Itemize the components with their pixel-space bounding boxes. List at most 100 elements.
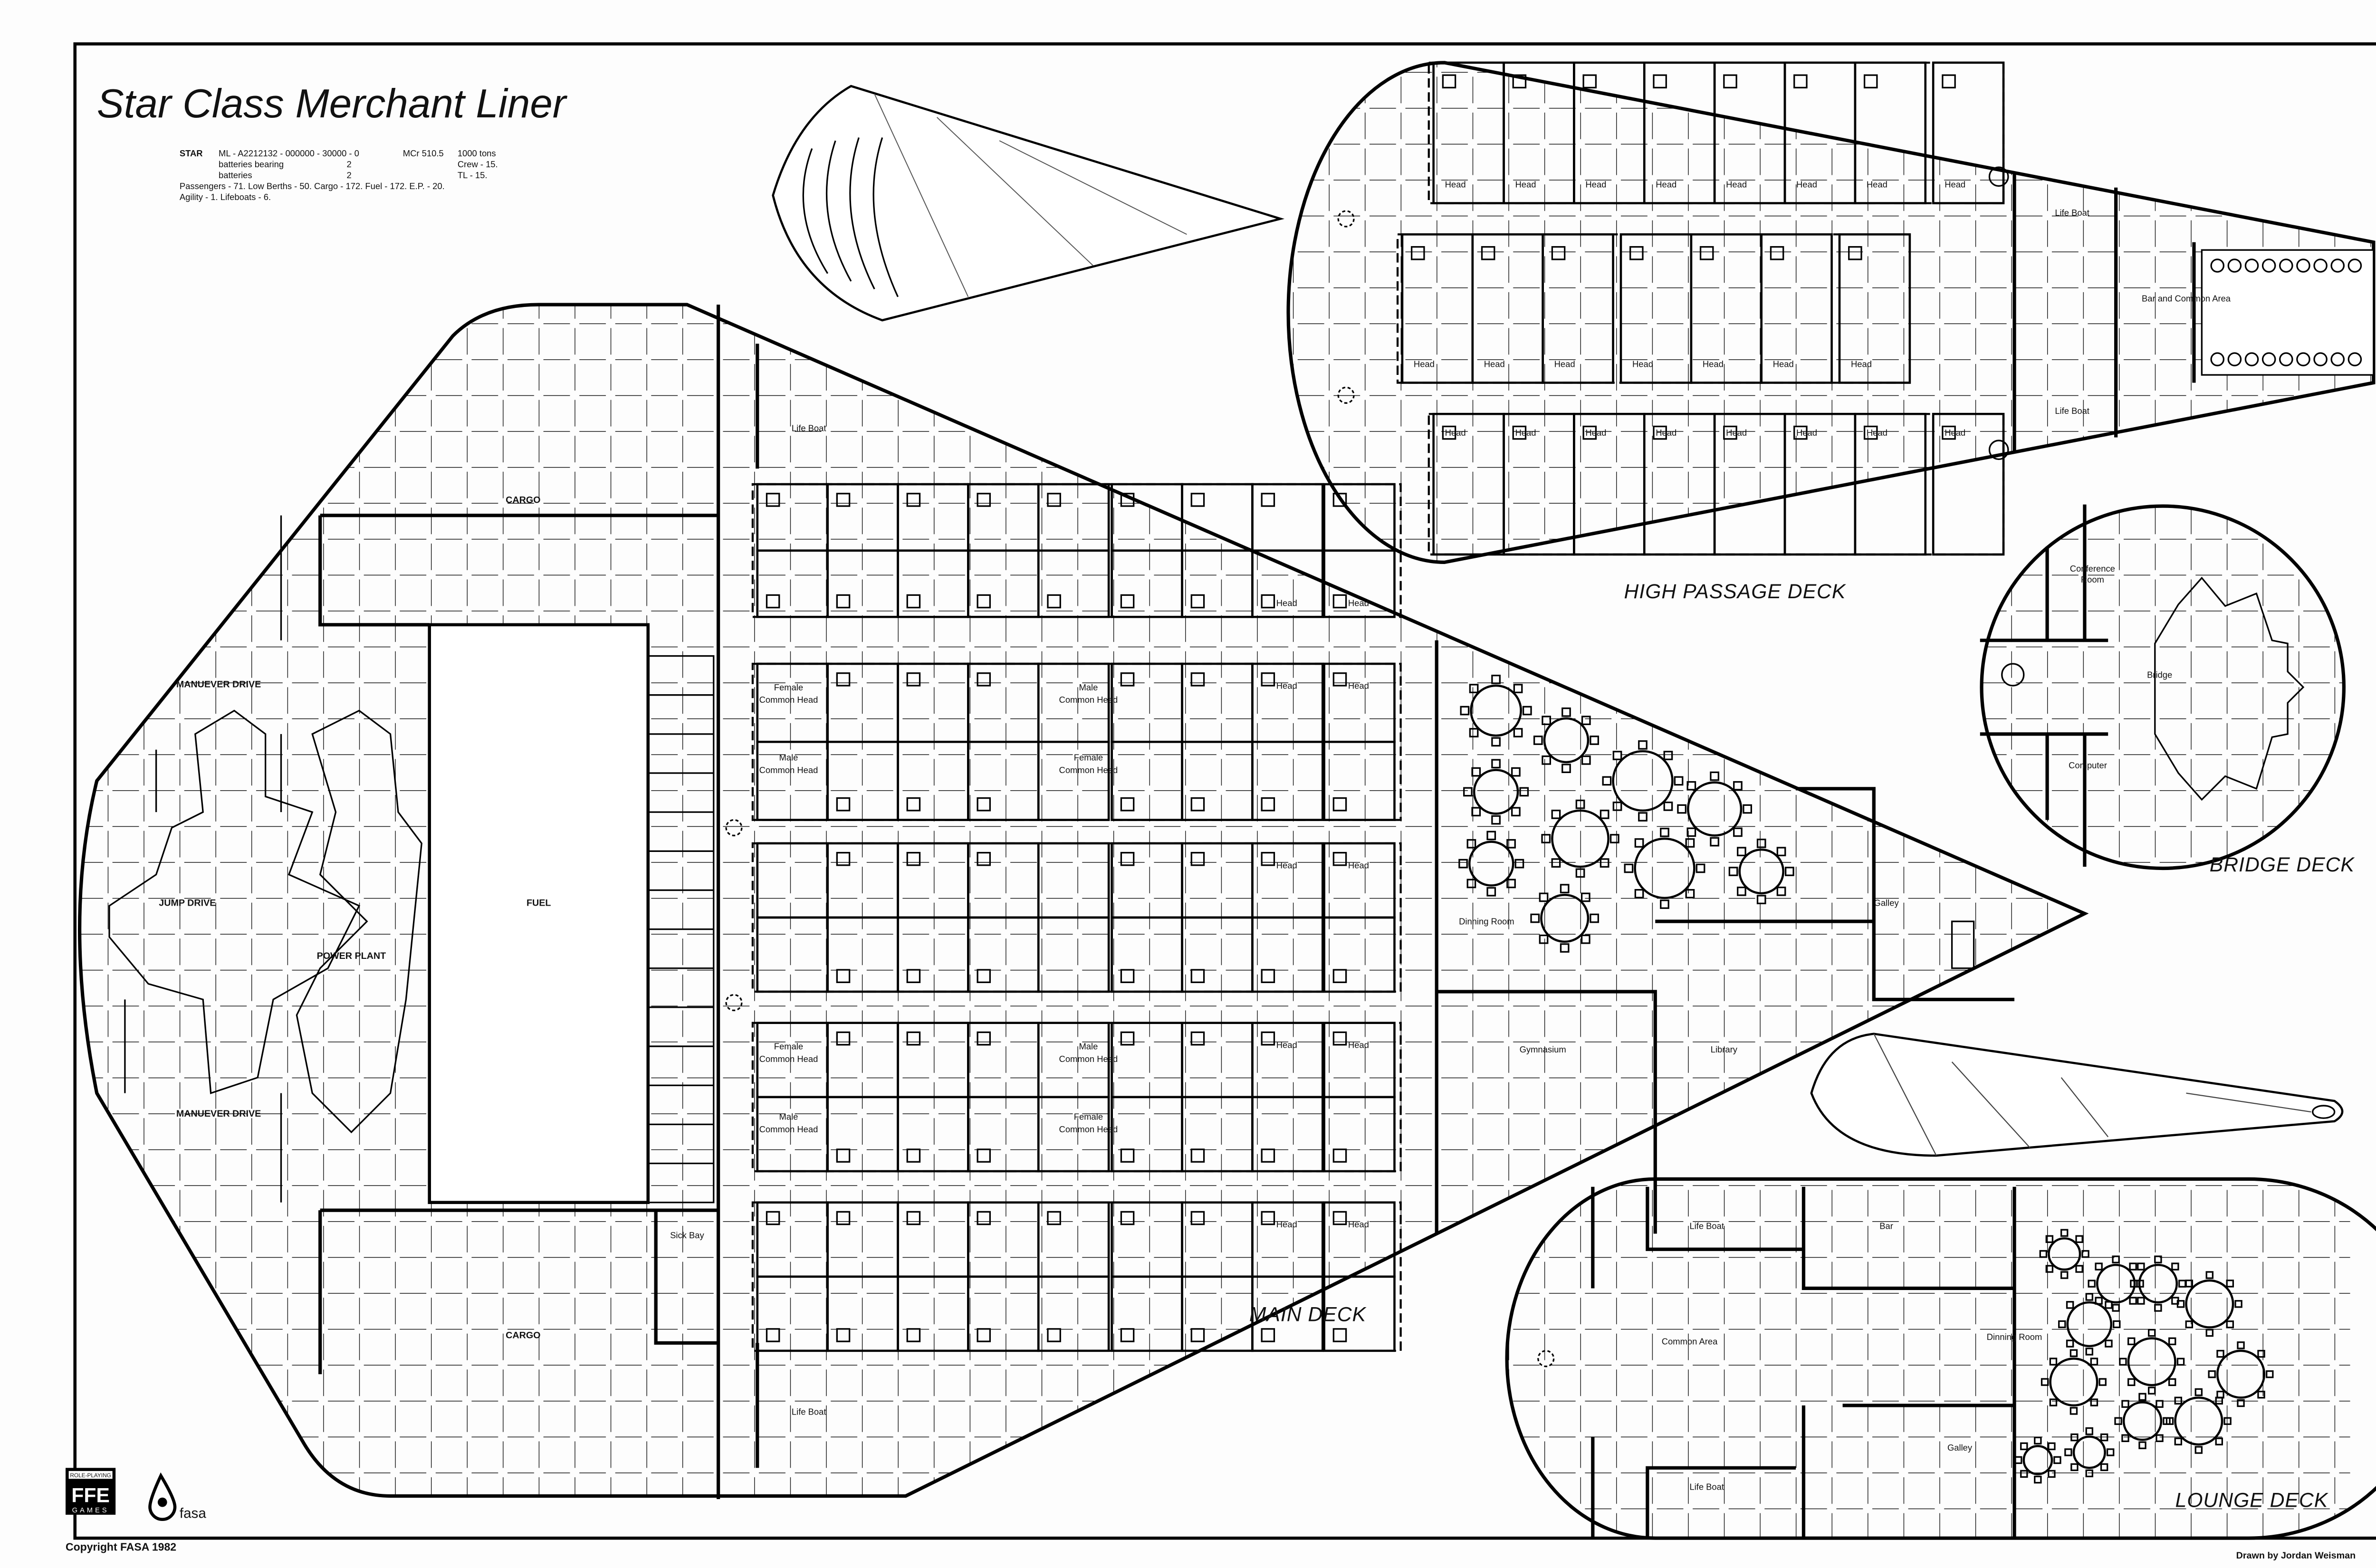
chair-icon xyxy=(1047,1211,1061,1225)
chair-icon xyxy=(1512,425,1527,440)
chair-icon xyxy=(2130,1280,2138,1288)
chair-icon xyxy=(1743,804,1752,814)
chair-icon xyxy=(2127,1337,2136,1346)
chair-icon xyxy=(2208,1370,2216,1378)
dining-table xyxy=(2022,1444,2053,1475)
common-head-room xyxy=(1037,740,1110,821)
chair-icon xyxy=(2090,1398,2098,1406)
bar-stool-icon xyxy=(2313,258,2328,273)
chair-icon xyxy=(1522,706,1532,716)
chair-icon xyxy=(836,672,851,687)
galley-label: Galley xyxy=(1947,1443,1973,1453)
chair-icon xyxy=(2168,1337,2176,1346)
female-head-label: Common Head xyxy=(1059,1124,1118,1134)
chair-icon xyxy=(2100,1433,2108,1442)
artist-credit: Drawn by Jordan Weisman xyxy=(2236,1550,2356,1561)
dining-table xyxy=(1468,841,1514,887)
cabin xyxy=(1323,1096,1396,1173)
chair-icon xyxy=(1653,74,1667,89)
head-label: Head xyxy=(1703,359,1724,369)
chair-icon xyxy=(2226,1280,2234,1288)
chair-icon xyxy=(2106,1448,2115,1456)
chair-icon xyxy=(2112,1255,2120,1263)
cabin xyxy=(1838,233,1911,384)
conference-room-label: Conference xyxy=(2070,564,2115,574)
chair-icon xyxy=(1332,969,1347,983)
life-boat-bottom-label: Life Boat xyxy=(792,1407,826,1417)
dining-table xyxy=(2048,1237,2081,1271)
chair-icon xyxy=(1471,807,1481,817)
chair-icon xyxy=(1674,776,1684,786)
svg-text:ROLE-PLAYING: ROLE-PLAYING xyxy=(70,1472,111,1479)
chair-icon xyxy=(1723,425,1737,440)
female-head-label: Female xyxy=(1074,1112,1103,1122)
chair-icon xyxy=(2215,1437,2223,1445)
chair-icon xyxy=(836,797,851,812)
chair-icon xyxy=(2105,1301,2113,1309)
chair-icon xyxy=(2215,1396,2223,1405)
fuel-label: FUEL xyxy=(527,898,551,908)
chair-icon xyxy=(1653,425,1667,440)
chair-icon xyxy=(1562,707,1571,717)
chair-icon xyxy=(2053,1456,2061,1464)
female-head-label: Female xyxy=(774,1042,803,1052)
bar-stool-icon xyxy=(2244,352,2259,366)
female-head-label: Female xyxy=(1074,753,1103,763)
chair-icon xyxy=(1677,804,1686,814)
chair-icon xyxy=(1120,672,1135,687)
chair-icon xyxy=(836,1211,851,1225)
chair-icon xyxy=(906,851,921,866)
dining-table xyxy=(2096,1263,2136,1304)
chair-icon xyxy=(2081,1250,2089,1258)
chair-icon xyxy=(977,851,991,866)
dining-table xyxy=(2049,1357,2098,1407)
chair-icon xyxy=(1120,1148,1135,1163)
chair-icon xyxy=(2020,1470,2028,1478)
chair-icon xyxy=(1120,594,1135,609)
chair-icon xyxy=(2223,1417,2232,1425)
svg-text:Agility - 1. Lifeboats - 6.: Agility - 1. Lifeboats - 6. xyxy=(180,192,271,202)
chair-icon xyxy=(977,1328,991,1342)
chair-icon xyxy=(2168,1378,2176,1386)
chair-icon xyxy=(1530,913,1540,923)
power-plant-outline xyxy=(296,709,422,1134)
chair-icon xyxy=(1511,767,1521,777)
female-head-label: Female xyxy=(774,682,803,692)
chair-icon xyxy=(1120,797,1135,812)
chair-icon xyxy=(2014,1456,2022,1464)
chair-icon xyxy=(2156,1434,2164,1442)
chair-icon xyxy=(1776,886,1786,896)
bar-stool-icon xyxy=(2313,352,2328,366)
chair-icon xyxy=(2095,1262,2103,1271)
chair-icon xyxy=(2129,1262,2137,1271)
chair-icon xyxy=(1638,740,1648,750)
chair-icon xyxy=(1560,943,1570,953)
svg-text:Crew - 15.: Crew - 15. xyxy=(458,159,498,169)
chair-icon xyxy=(1442,74,1456,89)
chair-icon xyxy=(2154,1304,2162,1312)
bridge-deck: Conference Room Bridge Computer BRIDGE D… xyxy=(1980,504,2355,876)
chair-icon xyxy=(1685,889,1695,899)
cargo-bottom-label: CARGO xyxy=(506,1330,540,1341)
chair-icon xyxy=(1120,1031,1135,1046)
cabin xyxy=(1251,1096,1324,1173)
chair-icon xyxy=(1638,812,1648,822)
chair-icon xyxy=(1519,787,1529,797)
chair-icon xyxy=(1539,934,1549,944)
svg-text:STAR: STAR xyxy=(180,148,203,158)
chair-icon xyxy=(906,1148,921,1163)
head-label: Head xyxy=(1656,180,1677,190)
fasa-logo: fasa xyxy=(148,1472,206,1521)
chair-icon xyxy=(977,1211,991,1225)
chair-icon xyxy=(1629,246,1644,260)
library-label: Library xyxy=(1711,1044,1738,1054)
chair-icon xyxy=(1685,838,1695,848)
chair-icon xyxy=(2060,1229,2069,1237)
chair-icon xyxy=(1120,493,1135,507)
cabin xyxy=(1037,549,1110,618)
chair-icon xyxy=(2237,1399,2245,1407)
chair-icon xyxy=(1737,886,1746,896)
chair-icon xyxy=(1581,755,1591,765)
chair-icon xyxy=(2085,1293,2093,1301)
